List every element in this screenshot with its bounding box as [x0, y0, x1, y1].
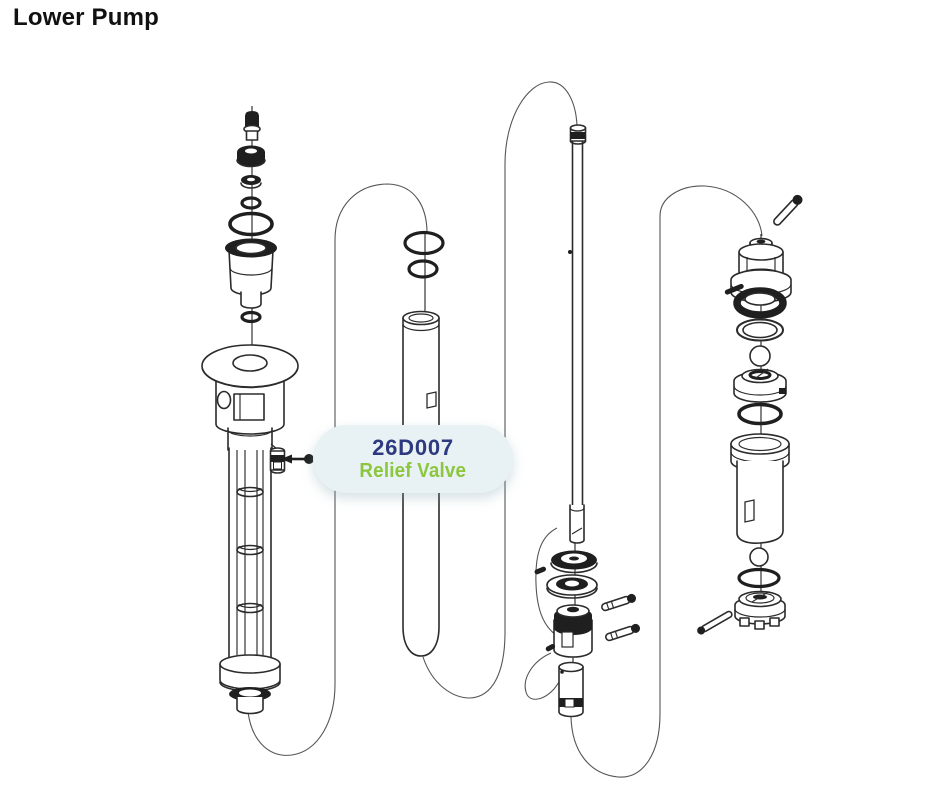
spring-coil-2: [236, 544, 264, 556]
thrust-washer-upper: [534, 550, 598, 575]
packing-gland-part: [733, 368, 787, 403]
coupler-bolt-2: [605, 623, 640, 642]
flow-line-rod-to-valve: [570, 185, 763, 778]
piston-rod-assembly: [534, 124, 640, 718]
pump-body-assembly: [201, 111, 299, 715]
outlet-fitting-part: [243, 111, 261, 141]
coupler-pin: [545, 643, 556, 652]
top-pin: [773, 194, 803, 226]
flow-lines: [247, 81, 763, 778]
rod-pin-dot: [568, 250, 572, 254]
valve-o-ring-upper: [737, 402, 783, 426]
washer-part: [240, 175, 262, 189]
flanged-nut-part: [236, 145, 266, 168]
spring-coil-1: [236, 486, 264, 498]
pump-tube-part: [228, 447, 272, 659]
centerlines: [251, 106, 762, 668]
coupler-part: [545, 593, 640, 658]
o-ring-large: [228, 211, 274, 237]
valve-cartridge-part: [225, 238, 277, 309]
callout-part-name: Relief Valve: [359, 459, 467, 482]
flange-tab: [233, 393, 265, 421]
leader-curve-coupler: [524, 652, 564, 700]
lower-piston-part: [558, 661, 584, 718]
washer-ring: [736, 318, 784, 342]
page-title: Lower Pump: [13, 4, 160, 31]
washer-pin: [534, 566, 547, 575]
flange-side-hole: [216, 390, 232, 410]
intake-valve-assembly: [697, 194, 803, 635]
relief-valve-part: [269, 443, 286, 474]
nut-pin: [724, 283, 744, 295]
flange-head-part: [201, 344, 299, 451]
outer-cylinder-part: [730, 433, 790, 544]
relief-valve-callout[interactable]: 26D007 Relief Valve: [313, 425, 513, 493]
callout-part-number: 26D007: [372, 435, 454, 461]
thrust-washer-lower: [546, 574, 598, 599]
callout-arrow: [281, 454, 314, 464]
sleeve-o-ring-large: [403, 230, 445, 256]
packing-nut-part: [724, 237, 792, 303]
bottom-cap-part: [219, 654, 281, 715]
seal-ring-thick: [733, 287, 787, 319]
check-ball-upper: [749, 345, 771, 367]
piston-rod-part: [568, 124, 587, 544]
o-ring-small-lower: [240, 310, 262, 324]
sleeve-o-ring-small: [407, 259, 439, 279]
foot-valve-pin: [697, 610, 733, 635]
flow-line-sleeve-to-rod: [422, 81, 578, 699]
spring-coil-3: [236, 602, 264, 614]
coupler-bolt-1: [601, 593, 636, 612]
o-ring-small-upper: [240, 196, 262, 210]
valve-o-ring-lower: [737, 567, 781, 589]
leader-curve-bearings: [535, 527, 560, 638]
foot-valve-part: [697, 590, 786, 635]
check-ball-lower: [749, 547, 769, 567]
